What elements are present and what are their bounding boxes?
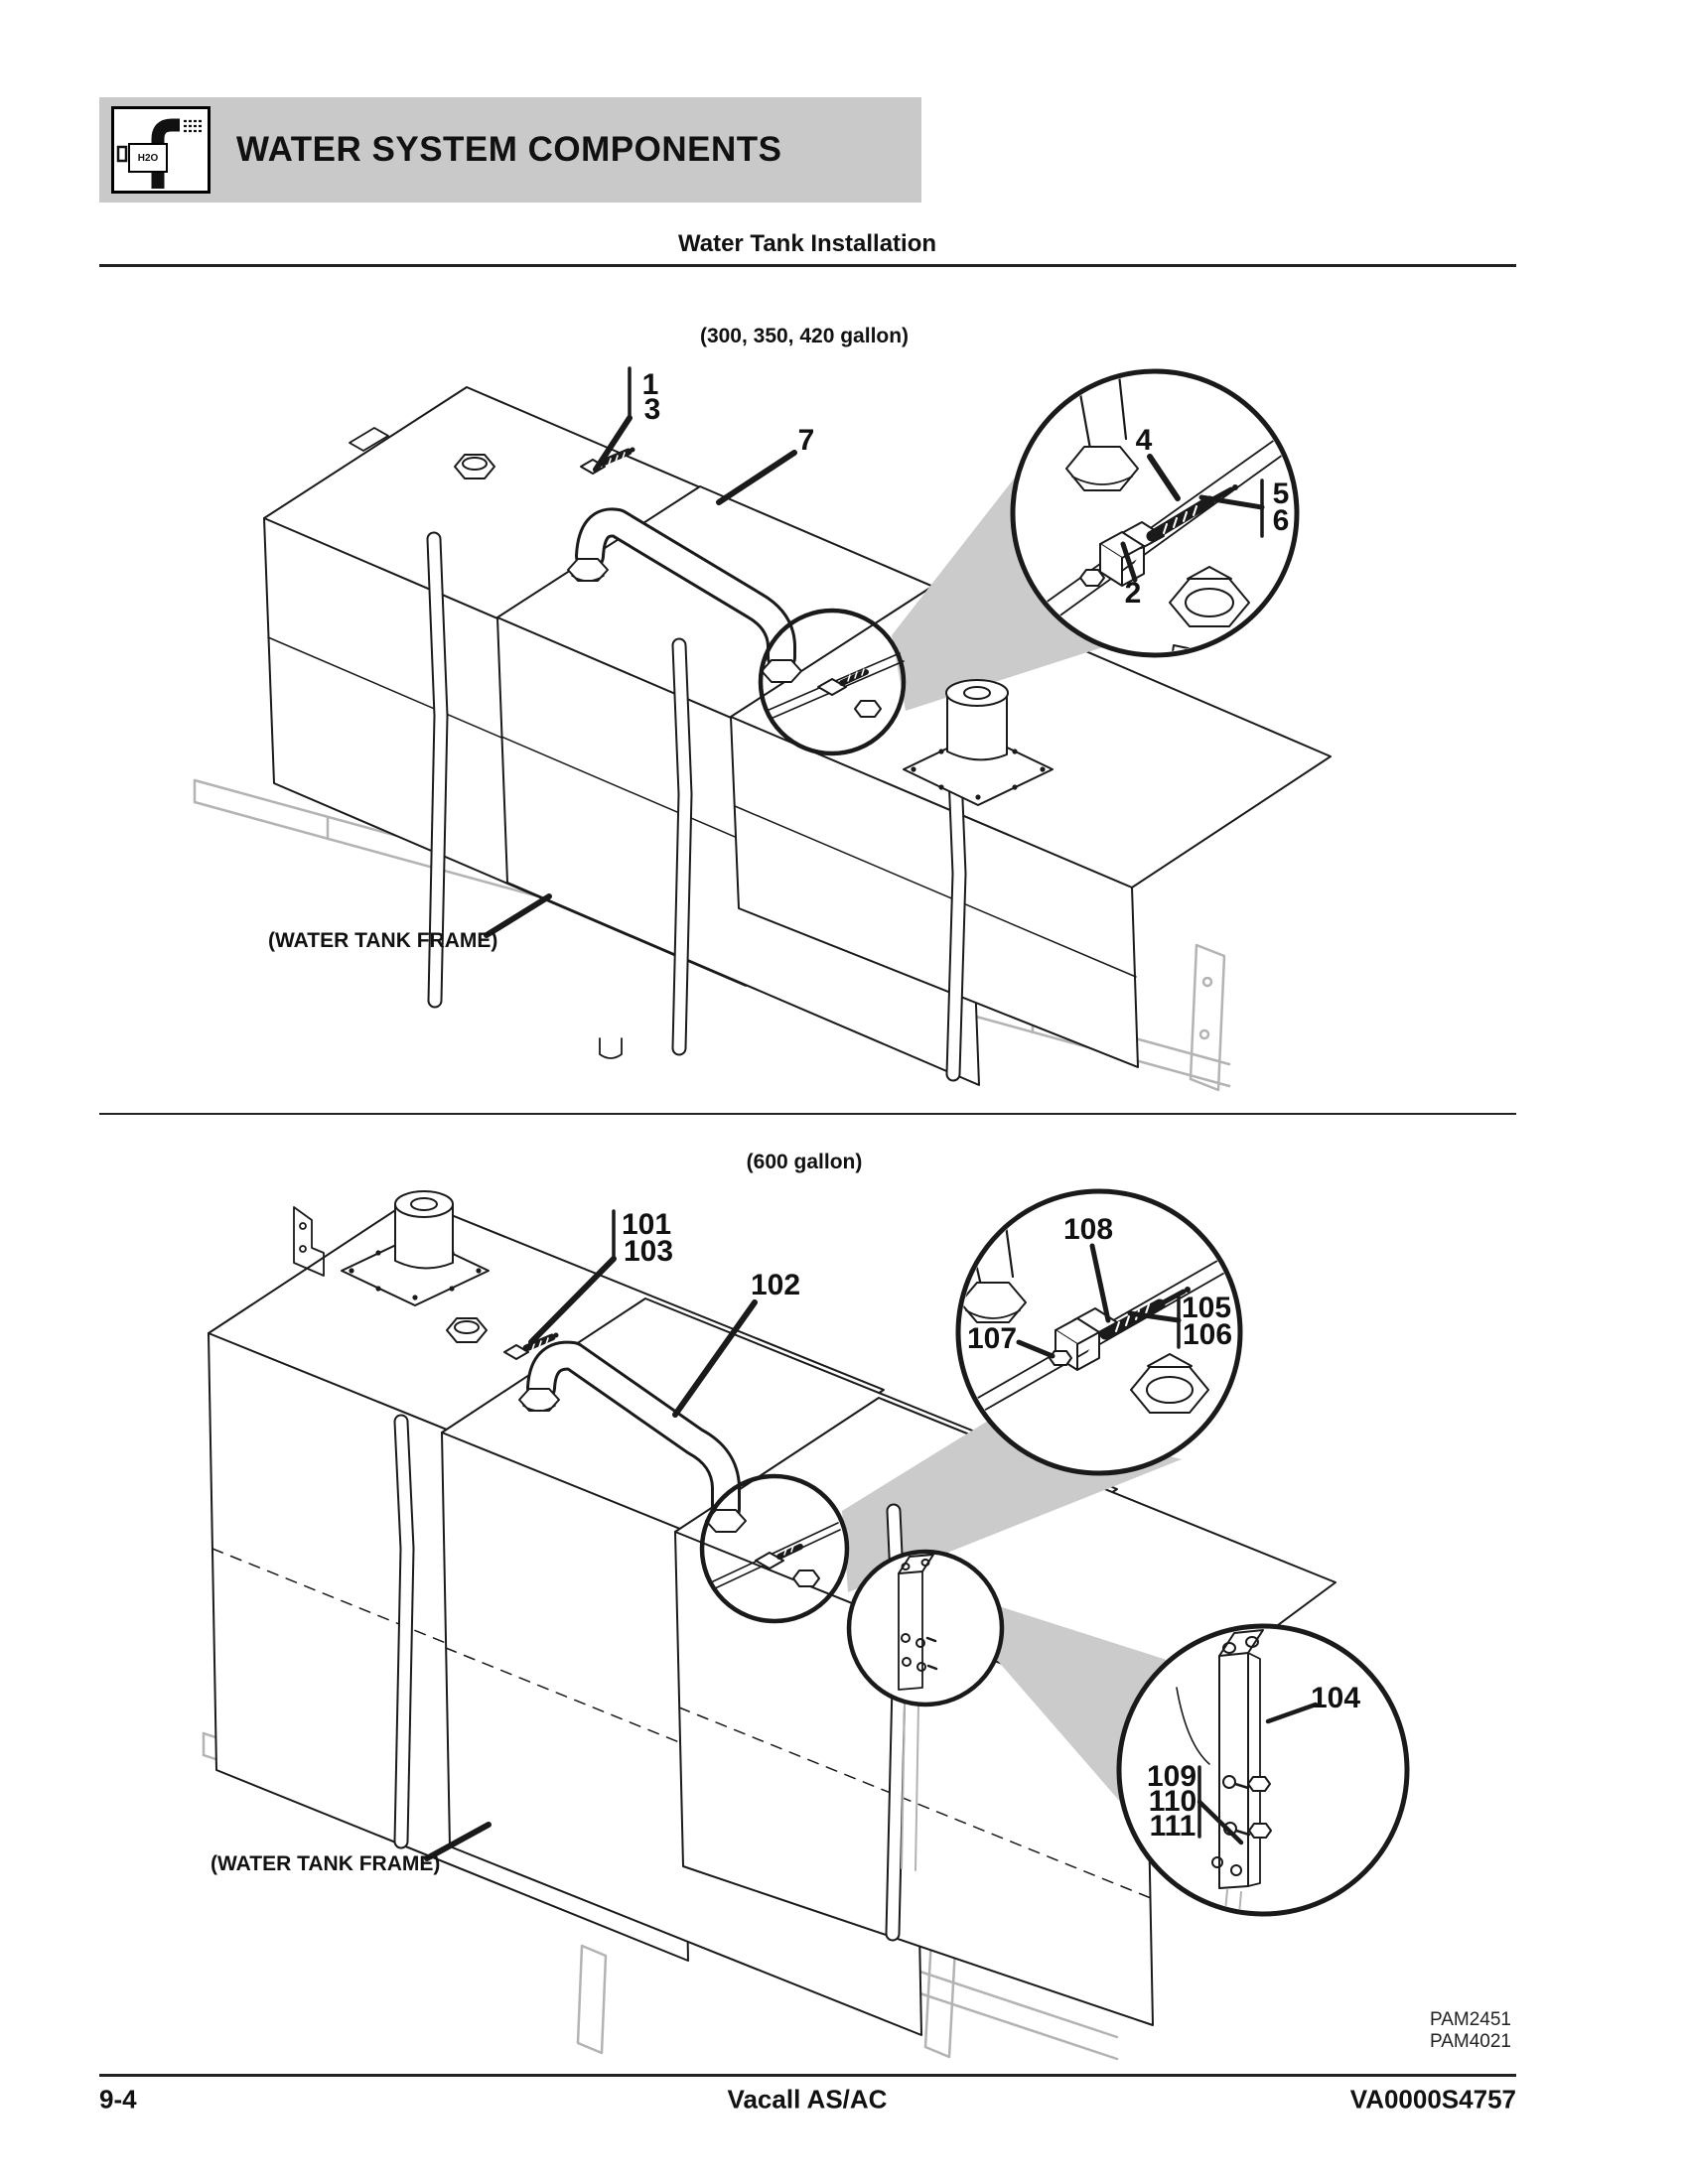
d2-bracket-source-circle bbox=[846, 1549, 1005, 1871]
d1-callout-7: 7 bbox=[797, 424, 815, 457]
d1-manhole-flange bbox=[903, 679, 1054, 806]
d2-crossover-pipe bbox=[518, 1340, 747, 1533]
h2o-label: H2O bbox=[128, 143, 168, 173]
d2-callout-104: 104 bbox=[1310, 1682, 1361, 1714]
d1-frame-label: (WATER TANK FRAME) bbox=[268, 929, 498, 952]
d2-fitting-101-103 bbox=[503, 1332, 559, 1360]
d1-callout-6: 6 bbox=[1272, 504, 1290, 537]
d1-callout-1: 1 bbox=[641, 368, 659, 401]
d1-small-tab bbox=[349, 427, 389, 452]
footer-page-number: 9-4 bbox=[99, 2084, 137, 2115]
footer-rule bbox=[99, 2074, 1516, 2077]
footer-model: Vacall AS/AC bbox=[727, 2084, 888, 2115]
title-rule bbox=[99, 264, 1516, 267]
d2-callout-105: 105 bbox=[1181, 1292, 1232, 1324]
d2-bracket-bars bbox=[612, 1209, 1201, 1839]
faucet-glyph bbox=[116, 118, 204, 189]
artwork-ref-2: PAM4021 bbox=[1429, 2031, 1511, 2052]
d2-frame-label: (WATER TANK FRAME) bbox=[211, 1852, 441, 1875]
d2-manhole-flange bbox=[341, 1190, 490, 1306]
d2-detail-circle-lower bbox=[1116, 1623, 1410, 1917]
d2-callout-106: 106 bbox=[1182, 1318, 1233, 1351]
diagram1-art bbox=[193, 366, 1332, 1092]
faucet-pipe bbox=[151, 118, 180, 189]
d2-callout-107: 107 bbox=[966, 1322, 1018, 1355]
d2-callout-110: 110 bbox=[1148, 1785, 1197, 1818]
d2-callout-111: 111 bbox=[1149, 1810, 1196, 1843]
artwork-ref-1: PAM2451 bbox=[1429, 2009, 1511, 2030]
d1-drain-stub bbox=[599, 1037, 623, 1059]
d2-callout-102: 102 bbox=[750, 1269, 801, 1301]
d1-caption: (300, 350, 420 gallon) bbox=[699, 325, 910, 347]
d2-callout-101: 101 bbox=[621, 1208, 672, 1241]
d1-detail-circle bbox=[1010, 368, 1300, 658]
d1-callout-5: 5 bbox=[1272, 478, 1290, 510]
d1-callout-2: 2 bbox=[1124, 577, 1142, 610]
page-title: Water Tank Installation bbox=[677, 230, 937, 257]
d1-callout-4: 4 bbox=[1135, 424, 1153, 457]
faucet-spray-lines bbox=[184, 119, 204, 133]
d2-source-circle bbox=[699, 1473, 850, 1624]
d1-callout-3: 3 bbox=[643, 393, 661, 426]
d2-callout-108: 108 bbox=[1062, 1213, 1114, 1246]
water-faucet-icon: H2O bbox=[111, 106, 211, 194]
d2-callout-103: 103 bbox=[623, 1235, 674, 1268]
d2-caption: (600 gallon) bbox=[746, 1151, 863, 1173]
d1-filler-cap bbox=[454, 454, 495, 479]
faucet-spout bbox=[175, 119, 180, 131]
d1-bracket-bars bbox=[628, 366, 1264, 538]
footer-doc-number: VA0000S4757 bbox=[1349, 2084, 1516, 2115]
faucet-flange bbox=[116, 145, 128, 163]
d2-filler-cap bbox=[446, 1317, 488, 1343]
d2-detail-circle-upper bbox=[955, 1188, 1243, 1476]
header-bar: H2O WATER SYSTEM COMPONENTS bbox=[99, 97, 921, 203]
mid-divider-rule bbox=[99, 1113, 1516, 1115]
d2-callout-109: 109 bbox=[1146, 1760, 1197, 1793]
section-title: WATER SYSTEM COMPONENTS bbox=[236, 130, 782, 169]
d1-source-circle bbox=[758, 608, 907, 756]
d1-leader-lines bbox=[484, 415, 1265, 938]
d2-leader-lines bbox=[424, 1243, 1319, 1861]
diagram2-art bbox=[202, 1188, 1410, 2061]
d2-mount-tab bbox=[293, 1206, 325, 1277]
